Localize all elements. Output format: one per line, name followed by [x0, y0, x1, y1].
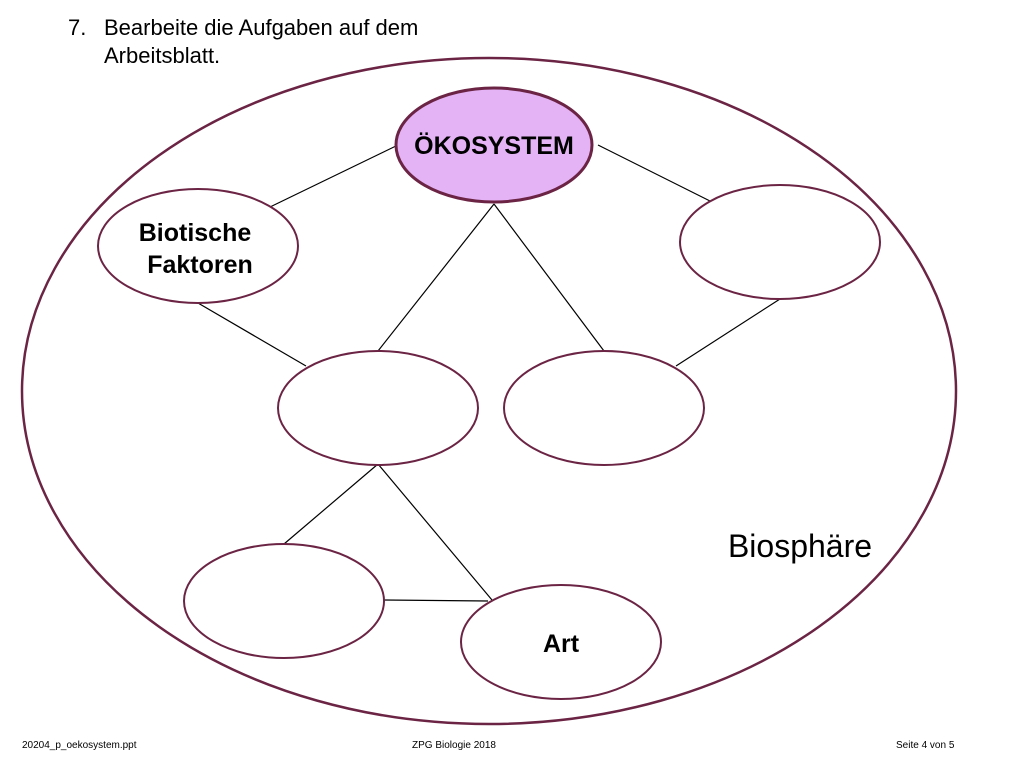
node-mitte-links: [277, 350, 479, 466]
connector-lines: [197, 144, 781, 602]
footer-page-number: Seite 4 von 5: [896, 740, 955, 751]
label-oekosystem: ÖKOSYSTEM: [414, 131, 574, 160]
footer-filename: 20204_p_oekosystem.ppt: [22, 740, 137, 751]
line-oekosystem-abiotisch: [597, 144, 711, 202]
node-oekosystem: [394, 86, 594, 204]
label-faktoren: Faktoren: [147, 251, 253, 279]
line-oekosystem-mitte-links: [377, 203, 495, 352]
label-biosphaere: Biosphäre: [728, 528, 872, 564]
label-biotische: Biotische: [139, 219, 252, 247]
label-art: Art: [543, 630, 580, 658]
node-mitte-rechts: [503, 350, 705, 466]
task-number: 7.: [68, 15, 87, 40]
node-art: [460, 584, 662, 700]
line-unten-links-art: [383, 599, 489, 602]
node-unten-links: [183, 543, 385, 659]
node-abiotisch: [679, 184, 881, 300]
line-oekosystem-mitte-rechts: [493, 203, 605, 352]
line-mitte-links-unten-links: [283, 463, 379, 545]
footer-course: ZPG Biologie 2018: [412, 740, 496, 751]
line-biotisch-mitte-links: [197, 302, 307, 367]
node-biotische-faktoren: [97, 188, 299, 304]
line-abiotisch-mitte-rechts: [675, 298, 781, 367]
line-mitte-links-art: [377, 463, 493, 601]
biosphere-ellipse: [20, 56, 958, 726]
task-text: Bearbeite die Aufgaben auf dem Arbeitsbl…: [104, 15, 419, 68]
line-oekosystem-biotisch: [269, 144, 399, 208]
